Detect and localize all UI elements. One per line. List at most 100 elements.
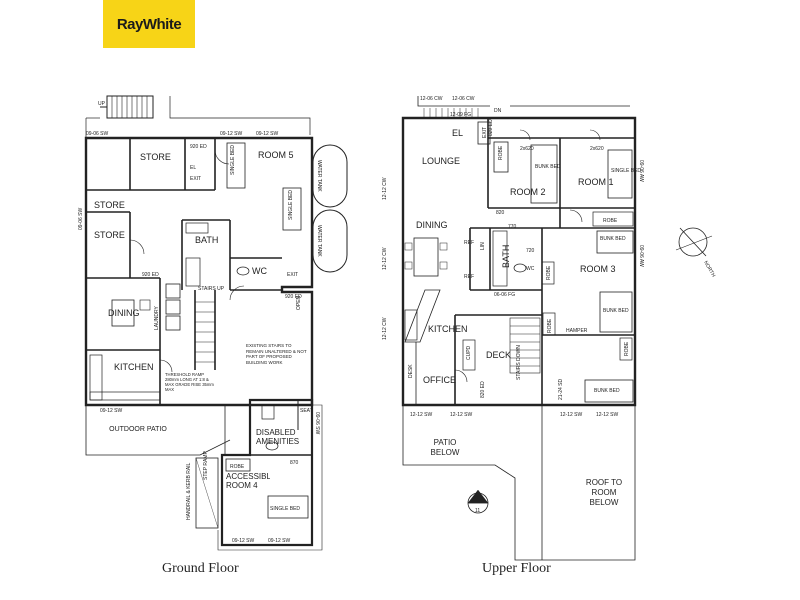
roof-to-room-below-label: ROOF TO ROOM BELOW <box>586 478 622 507</box>
water-tank-label-1: WATER TANK <box>316 160 322 192</box>
wc-label: WC <box>252 266 267 276</box>
existing-stairs-note: EXISTING STAIRS TO REMAIN UNALTERED & NO… <box>246 343 307 365</box>
stairs-down-label: STAIRS DOWN <box>516 345 522 380</box>
up-label: UP <box>98 101 106 107</box>
window-label-u3: 12-09 FG <box>450 112 471 118</box>
section-marker-bottom: 11 <box>475 508 480 514</box>
bunk-bed-label-3: BUNK BED <box>603 308 629 314</box>
window-label-g1: 09-06 SW <box>86 131 109 137</box>
exit-label-1: EXIT <box>190 176 201 182</box>
single-bed-label-room5b: SINGLE BED <box>288 190 294 220</box>
room-2-label: ROOM 2 <box>510 187 546 197</box>
door-label-g1: 920 ED <box>142 272 159 278</box>
robe-label-upper-5: ROBE <box>546 265 552 280</box>
door-label-u2: 820 ED <box>480 381 486 398</box>
window-label-u7: 12-12 SW <box>560 412 583 418</box>
section-marker-top: 2 <box>476 496 479 502</box>
window-label-u10: 12-12 CW <box>382 247 388 270</box>
bunk-bed-label-1: BUNK BED <box>535 164 561 170</box>
upper-floor-plan <box>401 96 713 561</box>
window-label-u8: 12-12 SW <box>596 412 619 418</box>
upper-floor-labels: DN LOUNGE EL EXIT ROOM 2 ROOM 1 ROOM 3 B… <box>382 96 717 514</box>
bunk-bed-label-2: BUNK BED <box>600 236 626 242</box>
dn-label: DN <box>494 108 502 114</box>
cupd-label: CUPD <box>466 345 472 360</box>
room-1-label: ROOM 1 <box>578 177 614 187</box>
upper-floor-caption: Upper Floor <box>482 561 551 576</box>
window-label-u9: 12-12 CW <box>382 177 388 200</box>
window-label-g2: 09-12 SW <box>220 131 243 137</box>
window-label-g4: 09-12 SW <box>100 408 123 414</box>
room-3-label: ROOM 3 <box>580 264 616 274</box>
bath-label-upper: BATH <box>501 245 511 268</box>
lin-label: LIN <box>480 242 486 250</box>
bunk-bed-label-4: BUNK BED <box>594 388 620 394</box>
robe-label-upper-3: ROBE <box>547 318 553 333</box>
threshold-ramp-note: THRESHOLD RAMP 280mm LONG AT 1:8 & MAX G… <box>165 372 214 392</box>
door-label-u1: 820 ED <box>488 119 494 136</box>
window-label-u12: 09-06 AW <box>638 160 644 182</box>
ground-floor-caption: Ground Floor <box>162 561 239 576</box>
robe-label-upper-2: ROBE <box>498 145 504 160</box>
door-label-g2: 920 ED <box>285 294 302 300</box>
single-bed-label-ground: SINGLE BED <box>270 506 300 512</box>
hamper-label: HAMPER <box>566 328 588 334</box>
exit-label-upper: EXIT <box>482 127 488 138</box>
window-label-u6: 12-12 SW <box>450 412 473 418</box>
dining-label: DINING <box>108 308 140 318</box>
seat-label: SEAT <box>300 408 313 414</box>
office-label: OFFICE <box>423 375 456 385</box>
desk-label: DESK <box>408 364 414 378</box>
door-label-u6: 720 <box>526 248 535 254</box>
north-label: NORTH <box>702 260 716 279</box>
store-label-1: STORE <box>140 152 171 162</box>
door-label-u7: 770 <box>508 224 517 230</box>
deck-label: DECK <box>486 350 511 360</box>
lounge-label: LOUNGE <box>422 156 460 166</box>
door-label-g4: 870 <box>290 460 299 466</box>
robe-label-ground: ROBE <box>230 464 245 470</box>
single-bed-label-room5a: SINGLE BED <box>230 145 236 175</box>
window-label-g8: 09-06 SW <box>314 412 320 435</box>
window-label-u4: 06-06 FG <box>494 292 515 298</box>
accessible-room-4-label: ACCESSIBLE ROOM 4 <box>226 472 270 490</box>
handrail-label: HANDRAIL & KERB RAIL <box>186 462 192 520</box>
door-label-u3: 2x620 <box>520 146 534 152</box>
kitchen-label: KITCHEN <box>114 362 154 372</box>
room-5-label: ROOM 5 <box>258 150 294 160</box>
stairs-up-label: STAIRS UP <box>198 286 225 292</box>
door-label-u5: 820 <box>496 210 505 216</box>
el-label: EL <box>190 165 196 171</box>
store-label-2: STORE <box>94 200 125 210</box>
step-ramp-label: STEP RAMP <box>203 451 209 480</box>
window-label-u13: 09-06 AW <box>638 245 644 267</box>
robe-label-upper-1: ROBE <box>603 218 618 224</box>
door-label-g3: 920 ED <box>190 144 207 150</box>
kitchen-label-upper: KITCHEN <box>428 324 468 334</box>
window-label-g5: 09-12 SW <box>232 538 255 544</box>
wc-label-upper: WC <box>526 266 535 272</box>
window-label-g7: 09-06 SW <box>78 207 84 230</box>
window-label-u14: 21-24 SD <box>558 378 564 400</box>
outdoor-patio-label: OUTDOOR PATIO <box>109 426 167 433</box>
raywhite-logo: RayWhite <box>103 0 195 48</box>
ref-label-2: REF <box>464 274 474 280</box>
el-label-upper: EL <box>452 128 463 138</box>
bath-label: BATH <box>195 235 218 245</box>
window-label-u11: 12-12 CW <box>382 317 388 340</box>
open-label: OPEN <box>296 295 302 310</box>
single-bed-label-upper: SINGLE BED <box>611 168 641 174</box>
water-tank-label-2: WATER TANK <box>316 225 322 257</box>
dining-label-upper: DINING <box>416 220 448 230</box>
ref-label-1: REF <box>464 240 474 246</box>
window-label-u1: 12-06 CW <box>420 96 443 102</box>
window-label-g3: 09-12 SW <box>256 131 279 137</box>
ground-floor-plan <box>84 95 348 551</box>
logo-text: RayWhite <box>116 15 182 33</box>
store-label-3: STORE <box>94 230 125 240</box>
laundry-label: LAUNDRY <box>154 306 160 330</box>
window-label-u2: 12-06 CW <box>452 96 475 102</box>
ground-floor-labels: UP STORE STORE STORE ROOM 5 BATH WC EXIT… <box>78 101 322 544</box>
patio-below-label: PATIO BELOW <box>431 438 460 457</box>
